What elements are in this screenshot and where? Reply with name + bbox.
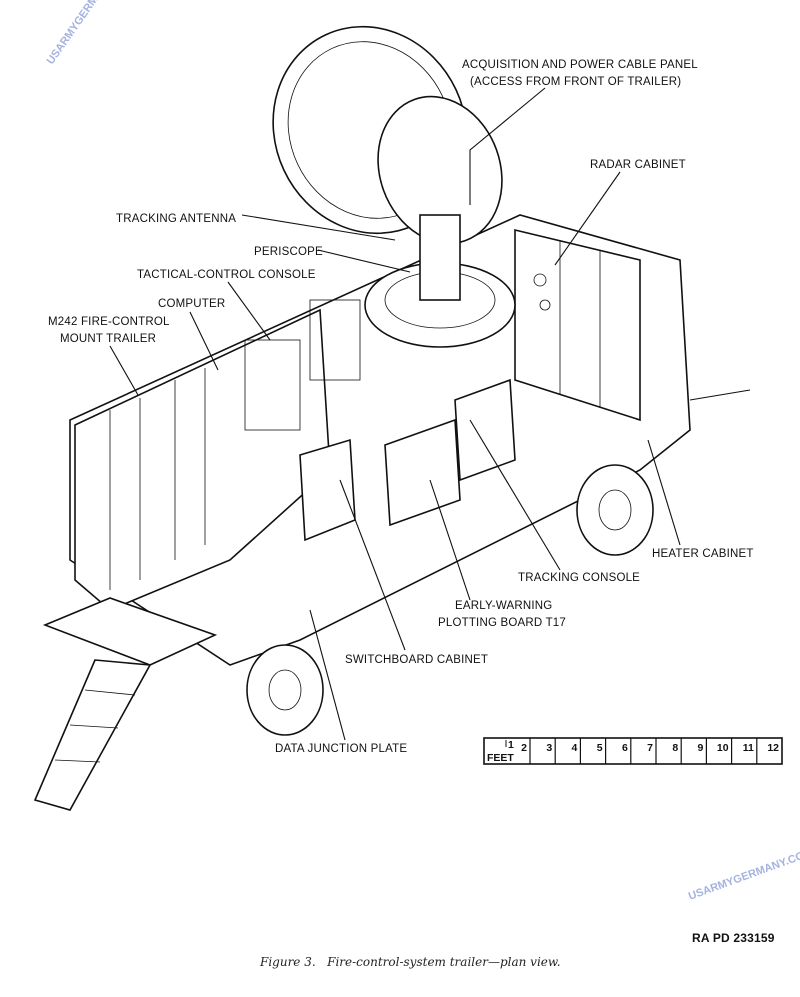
scale-tick-label: 11 xyxy=(743,742,754,754)
label-trailer-line1: M242 FIRE-CONTROL xyxy=(48,316,170,328)
label-switchboard-cabinet: SWITCHBOARD CABINET xyxy=(345,654,488,666)
scale-tick-label: 6 xyxy=(622,742,628,754)
scale-tick-label: 7 xyxy=(647,742,653,754)
watermark-bottom: USARMYGERMANY.COM xyxy=(687,847,800,903)
label-trailer-line2: MOUNT TRAILER xyxy=(60,333,156,345)
label-acquisition-panel: ACQUISITION AND POWER CABLE PANEL xyxy=(462,59,698,71)
scale-tick-label: 9 xyxy=(698,742,704,754)
label-tracking-antenna: TRACKING ANTENNA xyxy=(116,213,236,225)
watermark-top: USARMYGERMANY.COM xyxy=(45,0,130,67)
scale-tick-label: 8 xyxy=(672,742,678,754)
label-tactical-control-console: TACTICAL-CONTROL CONSOLE xyxy=(137,269,316,281)
scale-tick-label: 1 xyxy=(508,739,514,751)
label-heater-cabinet: HEATER CABINET xyxy=(652,548,754,560)
leader-lines xyxy=(109,87,681,741)
label-tracking-console: TRACKING CONSOLE xyxy=(518,572,640,584)
label-early-warning-line2: PLOTTING BOARD T17 xyxy=(438,617,566,629)
scale-tick-label: 4 xyxy=(572,742,578,754)
label-radar-cabinet: RADAR CABINET xyxy=(590,159,686,171)
label-computer: COMPUTER xyxy=(158,298,225,310)
label-acquisition-panel-note: (ACCESS FROM FRONT OF TRAILER) xyxy=(470,76,681,88)
scale-unit: FEET xyxy=(487,752,514,764)
plate-number: RA PD 233159 xyxy=(692,931,775,945)
label-data-junction-plate: DATA JUNCTION PLATE xyxy=(275,743,407,755)
label-early-warning-line1: EARLY-WARNING xyxy=(455,600,552,612)
scale-tick-label: 2 xyxy=(521,742,527,754)
scale-tick-label: 5 xyxy=(597,742,603,754)
scale-tick-label: 3 xyxy=(546,742,552,754)
figure-caption: Figure 3. Fire-control-system trailer—pl… xyxy=(259,955,561,969)
scale-tick-label: 10 xyxy=(717,742,729,754)
trailer-illustration xyxy=(33,25,751,811)
scale-tick-label: 12 xyxy=(767,742,779,754)
label-periscope: PERISCOPE xyxy=(254,246,323,258)
